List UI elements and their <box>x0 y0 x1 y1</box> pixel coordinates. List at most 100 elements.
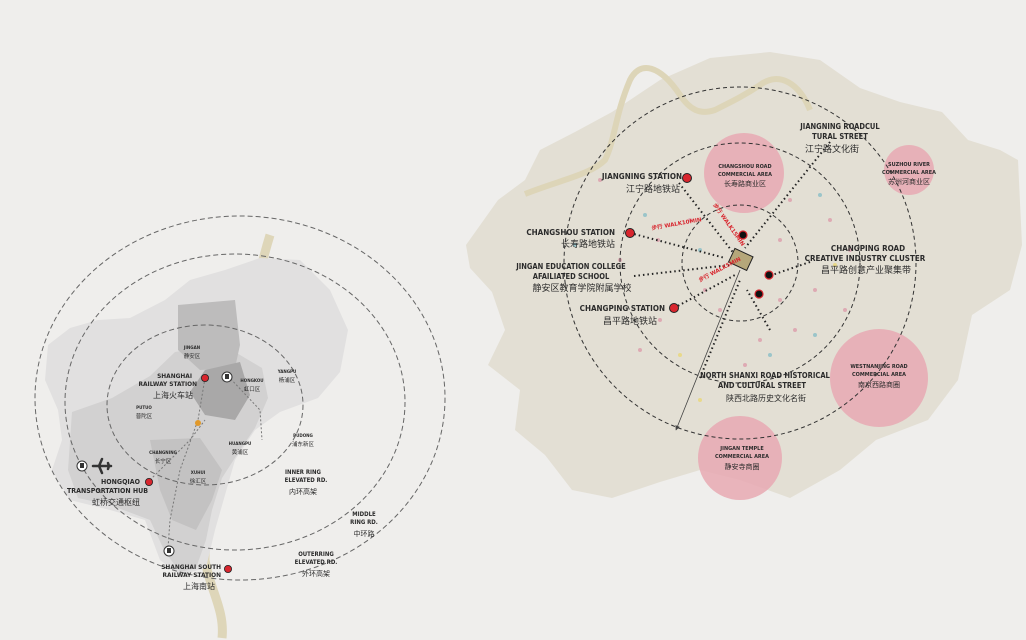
district-label-cn: 虹口区 <box>244 385 261 393</box>
train-icon <box>163 545 175 557</box>
poi-dots-yellow <box>678 263 837 402</box>
outer-ring-road <box>34 215 446 581</box>
xuhui-district <box>150 438 222 530</box>
changping-cluster-en: CHANGPING ROAD <box>831 244 905 253</box>
middle-ring-road <box>64 253 406 551</box>
road-label-en: INNER RING <box>285 469 321 476</box>
district-label-cn: 徐汇区 <box>190 477 207 485</box>
station-label-en2: RAILWAY STATION <box>138 380 197 388</box>
airplane-icon <box>91 457 113 475</box>
site-marker <box>195 420 201 426</box>
nanjing-cn: 南京西路商圈 <box>858 380 900 389</box>
school-cn: 静安区教育学院附属学校 <box>532 282 631 294</box>
changshou-area-en2: COMMERCIAL AREA <box>718 172 772 178</box>
shanxi-en: NORTH SHANXI ROAD HISTORICAL <box>700 371 830 380</box>
jiangning-rd-en: JIANGNING ROADCUL <box>799 122 880 131</box>
suzhou-cn: 苏州河商业区 <box>888 177 930 186</box>
suzhou-creek <box>523 65 813 197</box>
shanghai-station-marker <box>200 373 209 382</box>
road-label-en2: RING RD. <box>350 519 378 526</box>
district-label-en: PUTUO <box>136 405 152 411</box>
station-label-en2: RAILWAY STATION <box>162 571 221 579</box>
jingan-district <box>178 300 240 370</box>
walk-15min-ring <box>563 86 917 440</box>
walk-5min-ring <box>681 204 799 322</box>
changping-cluster-en2: CREATIVE INDUSTRY CLUSTER <box>805 254 926 263</box>
project-site <box>727 247 754 272</box>
suzhou-area-circle <box>884 145 934 195</box>
school-en: JINGAN EDUCATION COLLEGE <box>515 262 626 271</box>
district-label-en: PUDONG <box>293 433 313 439</box>
district-label-en: HUANGPU <box>229 441 252 447</box>
station-label-cn: 上海火车站 <box>153 390 193 400</box>
suzhou-en: SUZHOU RIVER <box>888 162 930 168</box>
road-label-cn: 外环高架 <box>302 569 330 578</box>
jingan-temple-circle <box>698 416 782 500</box>
road-label-en2: ELEVATED RD. <box>285 477 328 484</box>
node-marker <box>738 230 748 240</box>
jiangning-station-en: JIANGNING STATION <box>601 172 682 181</box>
suzhou-en2: COMMERCIAL AREA <box>882 170 936 176</box>
jingan-temple-cn: 静安寺商圈 <box>725 462 760 471</box>
road-label-en: OUTERRING <box>298 551 334 558</box>
jingan-temple-en: JINGAN TEMPLE <box>719 446 764 452</box>
station-label-en: HONGQIAO <box>101 478 141 486</box>
school-en2: AFAILIATED SCHOOL <box>533 272 610 281</box>
district-label-cn: 普陀区 <box>136 412 153 420</box>
changping-station-marker <box>669 303 679 313</box>
jiangning-rd-en2: TURAL STREET <box>812 132 868 141</box>
station-label-en2: TRANSPORTATION HUB <box>67 487 148 495</box>
shanxi-cn: 陕西北路历史文化名街 <box>726 393 806 403</box>
connector-lines <box>629 141 831 379</box>
road-label-en2: ELEVATED RD. <box>295 559 338 566</box>
jiangning-rd-cn: 江宁路文化街 <box>805 143 859 155</box>
district-label-en: YANGPU <box>277 369 297 375</box>
node-marker <box>754 289 764 299</box>
node-marker <box>764 270 774 280</box>
nanjing-en: WESTNANJING ROAD <box>850 364 907 370</box>
inner-ring-road <box>106 324 304 486</box>
district-label-cn: 静安区 <box>184 352 201 360</box>
changping-station-cn: 昌平路地铁站 <box>603 315 657 327</box>
station-label-en: SHANGHAI SOUTH <box>161 563 221 571</box>
changping-station-en: CHANGPING STATION <box>580 304 665 313</box>
road-label-cn: 内环高架 <box>289 487 317 496</box>
poi-dots <box>598 178 852 367</box>
district-label-cn: 长宁区 <box>155 457 172 465</box>
jiangning-station-cn: 江宁路地铁站 <box>626 183 680 195</box>
district-label-en: CHANGNING <box>149 450 177 456</box>
rail-line <box>149 419 206 481</box>
nanjing-en2: COMMERCIAL AREA <box>852 372 906 378</box>
rail-line <box>167 377 206 549</box>
poi-dots-blue <box>573 193 822 357</box>
jingan-temple-en2: COMMERCIAL AREA <box>715 454 769 460</box>
changshou-station-marker <box>625 228 635 238</box>
changshou-station-en: CHANGSHOU STATION <box>526 228 615 237</box>
station-label-cn: 虹桥交通枢纽 <box>92 497 140 507</box>
changshou-station-cn: 长寿路地铁站 <box>561 238 615 250</box>
district-label-cn: 杨浦区 <box>279 376 296 384</box>
district-label-cn: 黄浦区 <box>232 448 249 456</box>
hongqiao-marker <box>144 477 153 486</box>
walk-10min-ring <box>619 142 861 384</box>
radius-arrow <box>675 269 741 431</box>
station-label-en: SHANGHAI <box>157 372 192 380</box>
changshou-area-circle <box>704 133 784 213</box>
station-label-cn: 上海南站 <box>183 581 215 591</box>
changping-cluster-cn: 昌平路创意产业聚集带 <box>821 264 911 276</box>
train-icon <box>76 460 88 472</box>
changshou-area-en: CHANGSHOU ROAD <box>718 164 771 170</box>
district-label-en: HONGKOU <box>240 378 263 384</box>
south-station-marker <box>223 565 232 574</box>
changshou-area-cn: 长寿路商业区 <box>724 179 766 188</box>
district-label-en: XUHUI <box>191 470 206 476</box>
district-label-en: JINGAN <box>183 345 201 351</box>
train-icon <box>221 371 233 383</box>
shanxi-en2: AND CULTURAL STREET <box>718 381 806 390</box>
nanjing-area-circle <box>830 329 928 427</box>
road-label-en: MIDDLE <box>352 511 376 518</box>
district-label-cn: 浦东新区 <box>292 440 315 448</box>
road-label-cn: 中环路 <box>354 529 375 538</box>
